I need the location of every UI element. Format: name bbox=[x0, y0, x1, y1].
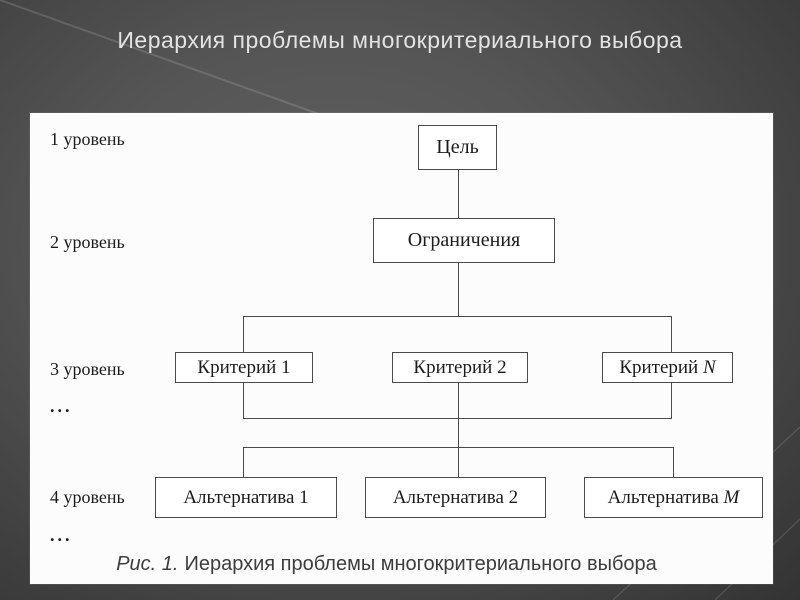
alternative-m-variable: M bbox=[723, 486, 740, 508]
goal-node-label: Цель bbox=[436, 136, 479, 158]
level-2-label: 2 уровень bbox=[50, 232, 125, 252]
criterion-node-n: Критерий N bbox=[602, 352, 733, 383]
alternative-m-label: Альтернатива bbox=[607, 486, 724, 508]
criterion-node-1: Критерий 1 bbox=[175, 352, 313, 383]
alternative-node-1: Альтернатива 1 bbox=[155, 477, 337, 518]
level-4-ellipsis: ... bbox=[50, 525, 73, 545]
alternatives-bus-line bbox=[243, 447, 673, 448]
criterion-node-2: Критерий 2 bbox=[392, 352, 528, 383]
constraints-node-label: Ограничения bbox=[407, 229, 521, 251]
figure-caption-text: Иерархия проблемы многокритериального вы… bbox=[184, 553, 657, 575]
drop-line-alternative-m bbox=[673, 447, 674, 477]
level-4-label: 4 уровень bbox=[50, 487, 125, 507]
level-3-label: 3 уровень bbox=[50, 359, 125, 379]
connector-constraints-criteria bbox=[458, 263, 459, 316]
level-1-label: 1 уровень bbox=[50, 129, 125, 149]
alternative-node-2: Альтернатива 2 bbox=[365, 477, 546, 518]
alternative-node-m: Альтернатива M bbox=[584, 477, 763, 518]
diagram-panel: 1 уровень 2 уровень 3 уровень ... 4 уров… bbox=[30, 113, 773, 584]
alternative-2-label: Альтернатива 2 bbox=[392, 486, 519, 508]
connector-criteria-alternatives bbox=[458, 383, 459, 477]
figure-caption: Рис. 1.Иерархия проблемы многокритериаль… bbox=[30, 553, 773, 576]
criterion-n-label: Критерий bbox=[619, 356, 703, 378]
drop-line-alternative-1 bbox=[243, 447, 244, 477]
constraints-node: Ограничения bbox=[373, 218, 555, 263]
connector-goal-constraints bbox=[458, 170, 459, 218]
criterion-n-variable: N bbox=[702, 356, 716, 378]
criterion-2-label: Критерий 2 bbox=[413, 356, 507, 378]
goal-node: Цель bbox=[418, 125, 497, 170]
criterion-1-label: Критерий 1 bbox=[197, 356, 291, 378]
level-3-ellipsis: ... bbox=[50, 396, 73, 416]
figure-caption-number: Рис. 1. bbox=[116, 553, 179, 575]
slide-title: Иерархия проблемы многокритериального вы… bbox=[117, 27, 683, 53]
alternative-1-label: Альтернатива 1 bbox=[183, 486, 309, 508]
